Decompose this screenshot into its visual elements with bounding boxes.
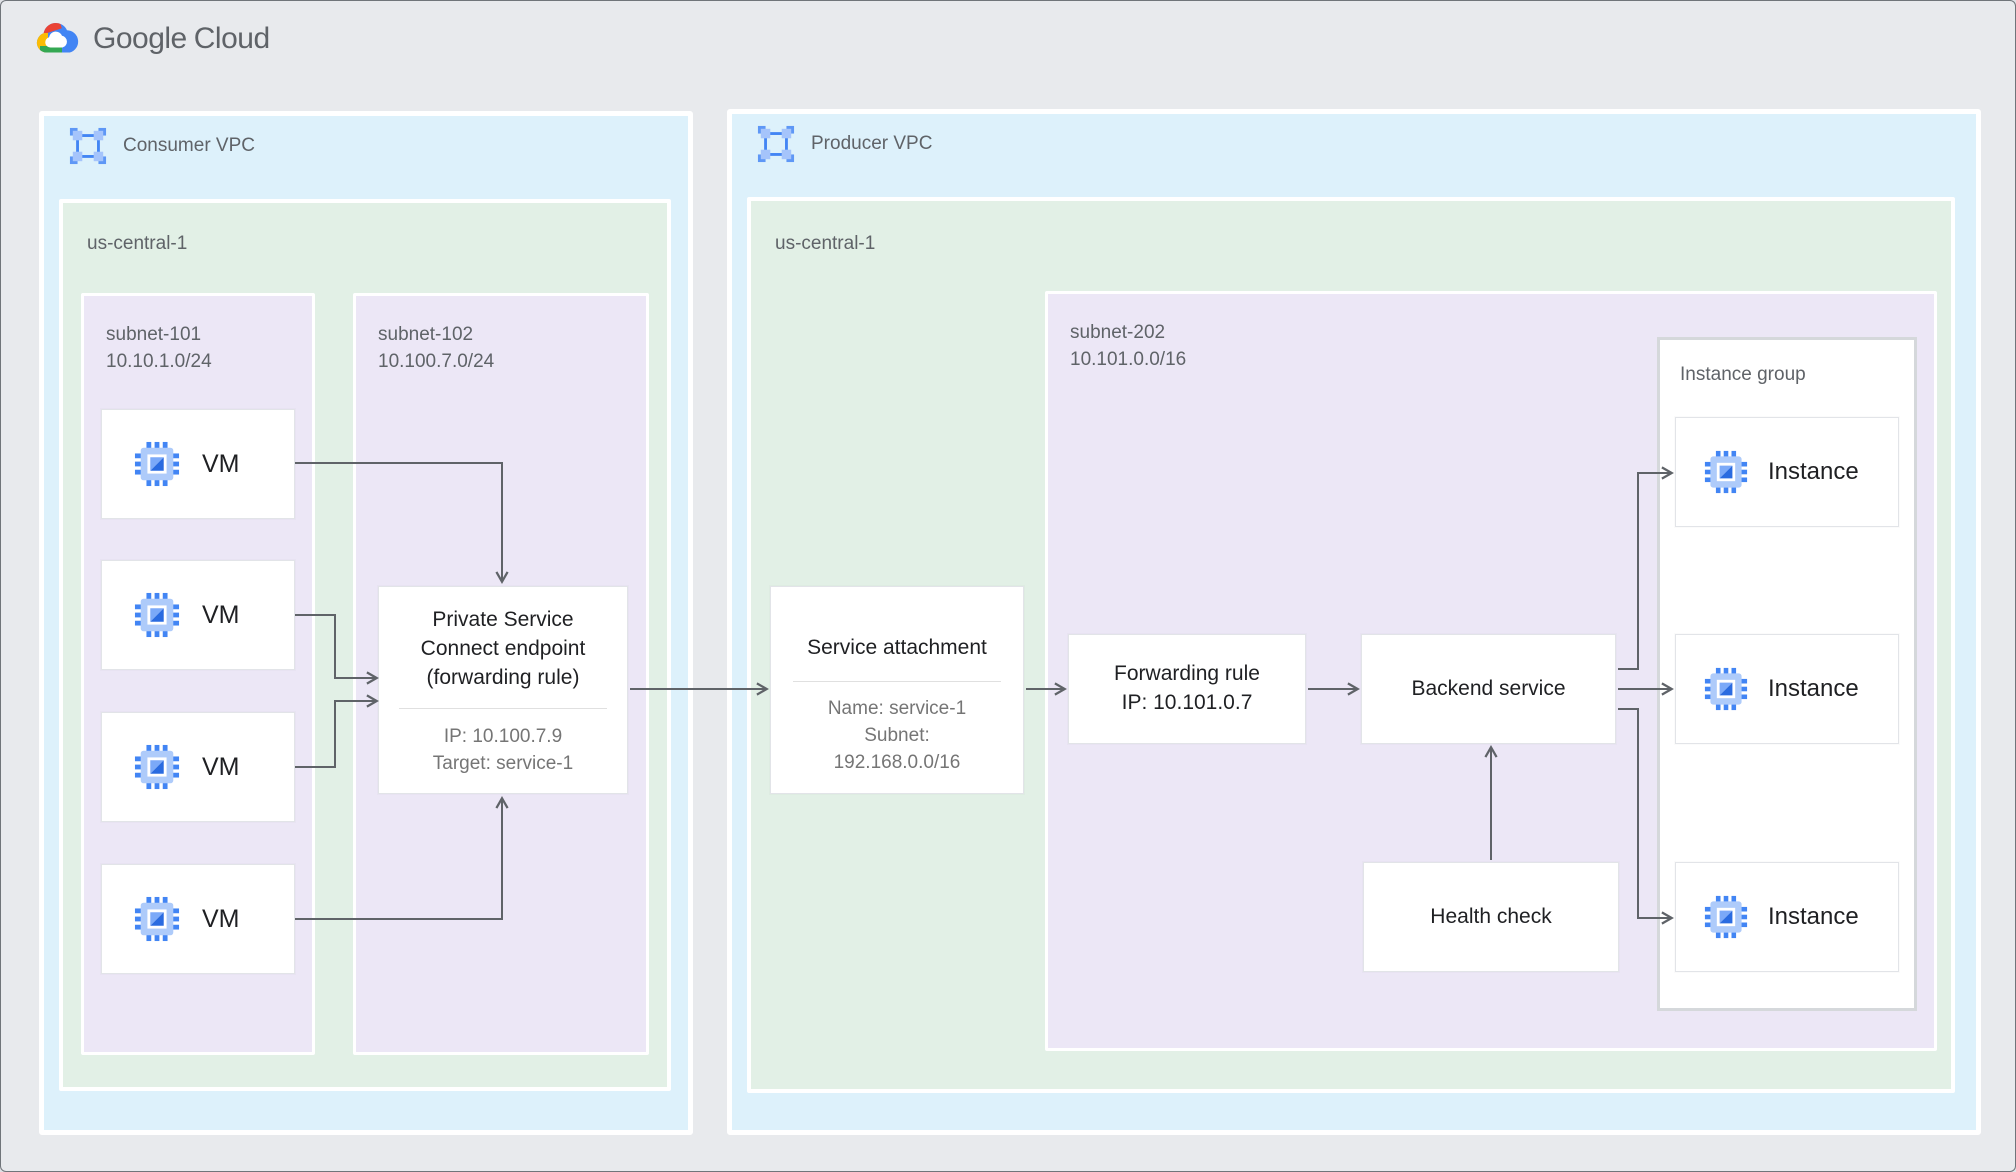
google-cloud-logo-icon: [36, 22, 79, 53]
compute-vm-icon: [134, 592, 180, 638]
instance-label: Instance: [1768, 903, 1859, 930]
psc-endpoint-target: Target: service-1: [432, 752, 574, 774]
psc-endpoint-title: Private Service Connect endpoint (forwar…: [420, 608, 586, 689]
psc-endpoint-ip: IP: 10.100.7.9: [443, 725, 563, 747]
consumer-vpc-header: Consumer VPC: [69, 127, 255, 165]
instance-node-1: Instance: [1675, 417, 1899, 527]
backend-service-title: Backend service: [1411, 676, 1566, 700]
service-attachment-subnet-cidr: 192.168.0.0/16: [833, 751, 961, 773]
subnet-202-cidr: 10.101.0.0/16: [1070, 348, 1187, 370]
consumer-vpc-label: Consumer VPC: [123, 135, 255, 156]
forwarding-rule-title: Forwarding rule: [1114, 662, 1260, 686]
compute-instance-icon: [1704, 667, 1748, 711]
subnet-202-label: subnet-202 10.101.0.0/16: [1048, 294, 1934, 373]
vm-label: VM: [202, 600, 240, 629]
health-check-title: Health check: [1430, 904, 1552, 928]
service-attachment-subnet-label: Subnet:: [864, 724, 930, 746]
instance-node-2: Instance: [1675, 634, 1899, 744]
vpc-network-icon: [69, 127, 107, 165]
producer-vpc-header: Producer VPC: [757, 125, 932, 163]
instance-label: Instance: [1768, 675, 1859, 702]
forwarding-rule-node: Forwarding rule IP: 10.101.0.7: [1068, 634, 1306, 744]
health-check-node: Health check: [1363, 862, 1619, 972]
subnet-101-cidr: 10.10.1.0/24: [106, 350, 212, 372]
divider: [793, 680, 1001, 682]
service-attachment-node: Service attachment Name: service-1 Subne…: [770, 586, 1024, 794]
service-attachment-name: Name: service-1: [827, 697, 967, 719]
vpc-network-icon: [757, 125, 795, 163]
subnet-102-name: subnet-102: [378, 324, 474, 345]
vm-label: VM: [202, 904, 240, 933]
subnet-102-label: subnet-102 10.100.7.0/24: [356, 296, 646, 375]
subnet-101-name: subnet-101: [106, 324, 202, 345]
vm-label: VM: [202, 752, 240, 781]
compute-instance-icon: [1704, 450, 1748, 494]
logo-text-google: Google: [93, 22, 187, 55]
vm-label: VM: [202, 449, 240, 478]
service-attachment-title: Service attachment: [807, 636, 987, 659]
vm-node-2: VM: [101, 560, 295, 670]
vm-node-3: VM: [101, 712, 295, 822]
logo-text-cloud: Cloud: [193, 22, 270, 55]
forwarding-rule-ip: IP: 10.101.0.7: [1121, 691, 1253, 714]
vm-node-1: VM: [101, 409, 295, 519]
compute-vm-icon: [134, 744, 180, 790]
instance-node-3: Instance: [1675, 862, 1899, 972]
compute-instance-icon: [1704, 895, 1748, 939]
subnet-202-name: subnet-202: [1070, 322, 1166, 343]
divider: [399, 707, 607, 709]
vm-node-4: VM: [101, 864, 295, 974]
psc-endpoint-node: Private Service Connect endpoint (forwar…: [378, 586, 628, 794]
instance-label: Instance: [1768, 458, 1859, 485]
subnet-102-cidr: 10.100.7.0/24: [378, 350, 495, 372]
instance-group-label: Instance group: [1680, 364, 1806, 385]
producer-vpc-label: Producer VPC: [811, 133, 933, 154]
backend-service-node: Backend service: [1361, 634, 1616, 744]
subnet-101-label: subnet-101 10.10.1.0/24: [84, 296, 312, 375]
compute-vm-icon: [134, 441, 180, 487]
compute-vm-icon: [134, 896, 180, 942]
consumer-region-label: us-central-1: [87, 233, 188, 254]
producer-region-label: us-central-1: [775, 233, 876, 254]
